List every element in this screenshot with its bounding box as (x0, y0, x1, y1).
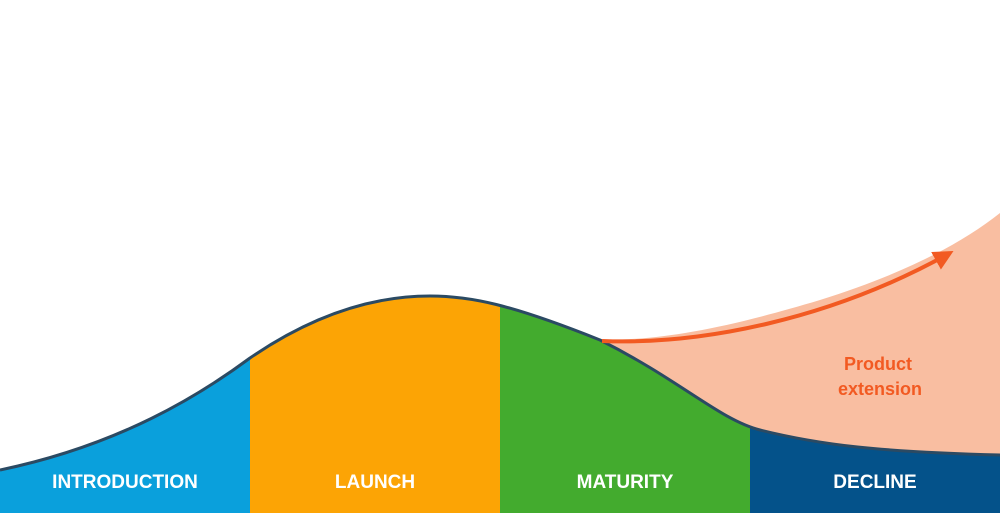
product-extension-label-line1: Product (844, 354, 912, 374)
stage-label-decline: DECLINE (833, 472, 916, 493)
product-extension-label-line2: extension (838, 379, 922, 399)
lifecycle-curve (0, 294, 1000, 472)
product-extension-area (600, 213, 1000, 455)
stage-label-maturity: MATURITY (577, 472, 674, 493)
product-extension-arrow (601, 251, 954, 344)
stage-label-introduction: INTRODUCTION (52, 472, 198, 493)
stage-label-launch: LAUNCH (335, 472, 415, 493)
